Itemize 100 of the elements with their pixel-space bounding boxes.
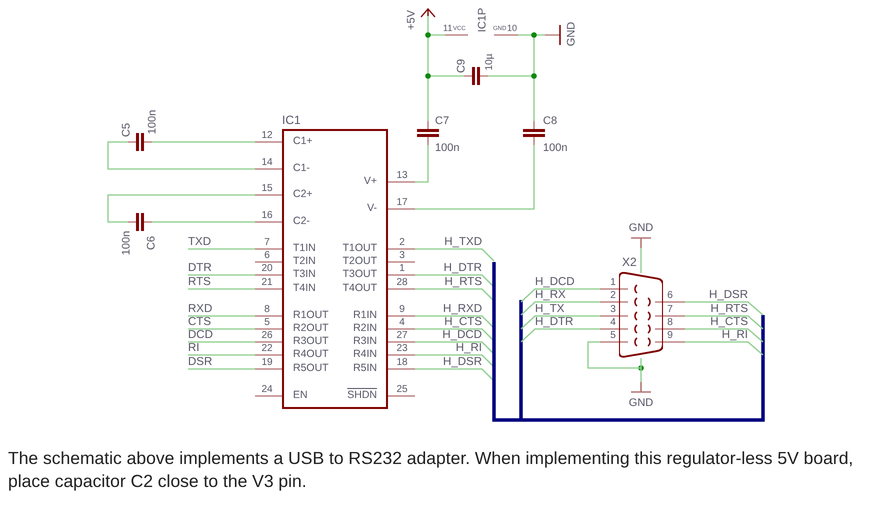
pin-name: T3IN	[293, 269, 316, 280]
pin-name: R4IN	[353, 349, 377, 360]
pin-number: 1	[610, 278, 616, 288]
net-label: H_RXD	[443, 304, 482, 316]
pin-number: 9	[399, 305, 405, 315]
pin-name: T4IN	[293, 283, 316, 294]
pin-number: 1	[399, 264, 405, 274]
net-label: H_DTR	[535, 317, 574, 328]
pin-name: R1OUT	[293, 310, 329, 320]
pin-number: 3	[399, 251, 405, 261]
pin-number: 5	[264, 318, 270, 328]
net-label: H_TXD	[444, 237, 482, 248]
net-label: H_DCD	[442, 330, 482, 342]
component-label: 100n	[435, 143, 460, 154]
pin-number: 19	[261, 358, 273, 368]
pin-number: 13	[396, 171, 408, 181]
pin-number: 16	[261, 211, 273, 221]
pin-name: R3IN	[353, 336, 377, 346]
pin-number: 27	[396, 331, 408, 341]
net-label: H_CTS	[444, 317, 482, 328]
pin-number: 23	[396, 344, 408, 354]
component-label: GND	[628, 398, 654, 409]
net-label: DTR	[188, 263, 212, 274]
pin-number: 8	[667, 318, 673, 328]
component-label: 10µ	[485, 54, 495, 70]
pin-number: 22	[261, 344, 273, 354]
pin-number: 20	[261, 264, 273, 274]
pin-number: 9	[667, 331, 673, 341]
pin-name: SHDN	[347, 390, 377, 400]
net-label: H_RTS	[710, 304, 748, 316]
net-label: H_DCD	[535, 277, 575, 288]
pin-number: 3	[610, 305, 616, 315]
pin-number: 28	[396, 278, 408, 288]
net-label: H_RX	[535, 290, 566, 302]
pin-name: T2OUT	[342, 256, 377, 266]
component-label: 10	[507, 24, 518, 33]
pin-number: 7	[264, 238, 270, 248]
pin-number: 4	[610, 318, 616, 328]
component-label: +5V	[406, 10, 418, 30]
pin-name: EN	[293, 390, 308, 400]
pin-number: 15	[261, 184, 273, 194]
net-label: CTS	[188, 317, 211, 328]
pin-name: T4OUT	[342, 283, 377, 294]
pin-number: 25	[396, 385, 408, 395]
pin-number: 14	[261, 158, 273, 168]
component-label: 11	[443, 24, 452, 33]
pin-number: 26	[261, 331, 273, 341]
component-label: 100n	[122, 230, 132, 256]
component-label: 100n	[148, 110, 158, 134]
pin-name: T1OUT	[342, 243, 377, 254]
component-label: C9	[456, 58, 468, 74]
net-label: H_TX	[535, 304, 564, 316]
pin-name: C2-	[293, 216, 310, 226]
pin-number: 2	[399, 238, 405, 248]
pin-number: 12	[261, 131, 273, 141]
pin-number: 24	[261, 385, 273, 395]
pin-name: R5IN	[353, 363, 377, 374]
caption: The schematic above implements a USB to RS232 adapter. When implementing this regulator-less 5V board, place capacitor C2 close to the V3 pin.	[8, 447, 854, 492]
pin-name: T2IN	[293, 256, 316, 266]
pin-name: R3OUT	[293, 336, 329, 346]
pin-name: V-	[367, 203, 377, 214]
component-label: IC1P	[478, 8, 488, 32]
component-label: C6	[146, 236, 158, 250]
net-label: DSR	[188, 357, 212, 368]
pin-number: 6	[264, 251, 270, 261]
net-label: RI	[188, 343, 200, 354]
net-label: H_RI	[722, 330, 748, 342]
pin-name: C2+	[293, 189, 313, 200]
pin-number: 4	[399, 318, 405, 328]
pin-number: 6	[667, 291, 673, 301]
net-label: DCD	[188, 330, 213, 342]
component-label: GND	[628, 223, 654, 234]
net-label: RXD	[188, 304, 212, 316]
pin-name: R4OUT	[293, 349, 329, 360]
pin-name: R2OUT	[293, 323, 329, 334]
pin-number: 7	[667, 305, 673, 315]
pin-number: 5	[610, 331, 616, 341]
net-label: H_CTS	[710, 317, 748, 328]
net-label: TXD	[188, 237, 211, 248]
ic-chip-body	[282, 114, 388, 409]
component-label: 100n	[543, 143, 568, 154]
net-label: RTS	[188, 277, 211, 288]
pin-name: C1+	[293, 136, 313, 146]
component-label: C8	[543, 116, 558, 127]
pin-number: 2	[610, 291, 616, 301]
pin-name: C1-	[293, 163, 310, 174]
net-label: H_RI	[456, 343, 482, 354]
net-label: H_DSR	[443, 357, 482, 368]
pin-number: 21	[261, 278, 273, 288]
pin-number: 8	[264, 305, 270, 315]
part-label: X2	[622, 256, 637, 268]
pin-name: R2IN	[353, 323, 377, 334]
net-label: H_DTR	[444, 263, 482, 274]
pin-name: V+	[364, 176, 377, 186]
pin-name: T1IN	[293, 243, 316, 254]
component-label: C5	[122, 122, 132, 138]
net-label: H_RTS	[444, 277, 482, 288]
pin-name: R1IN	[353, 310, 377, 320]
net-label: H_DSR	[709, 290, 748, 302]
pin-name: T3OUT	[342, 269, 377, 280]
